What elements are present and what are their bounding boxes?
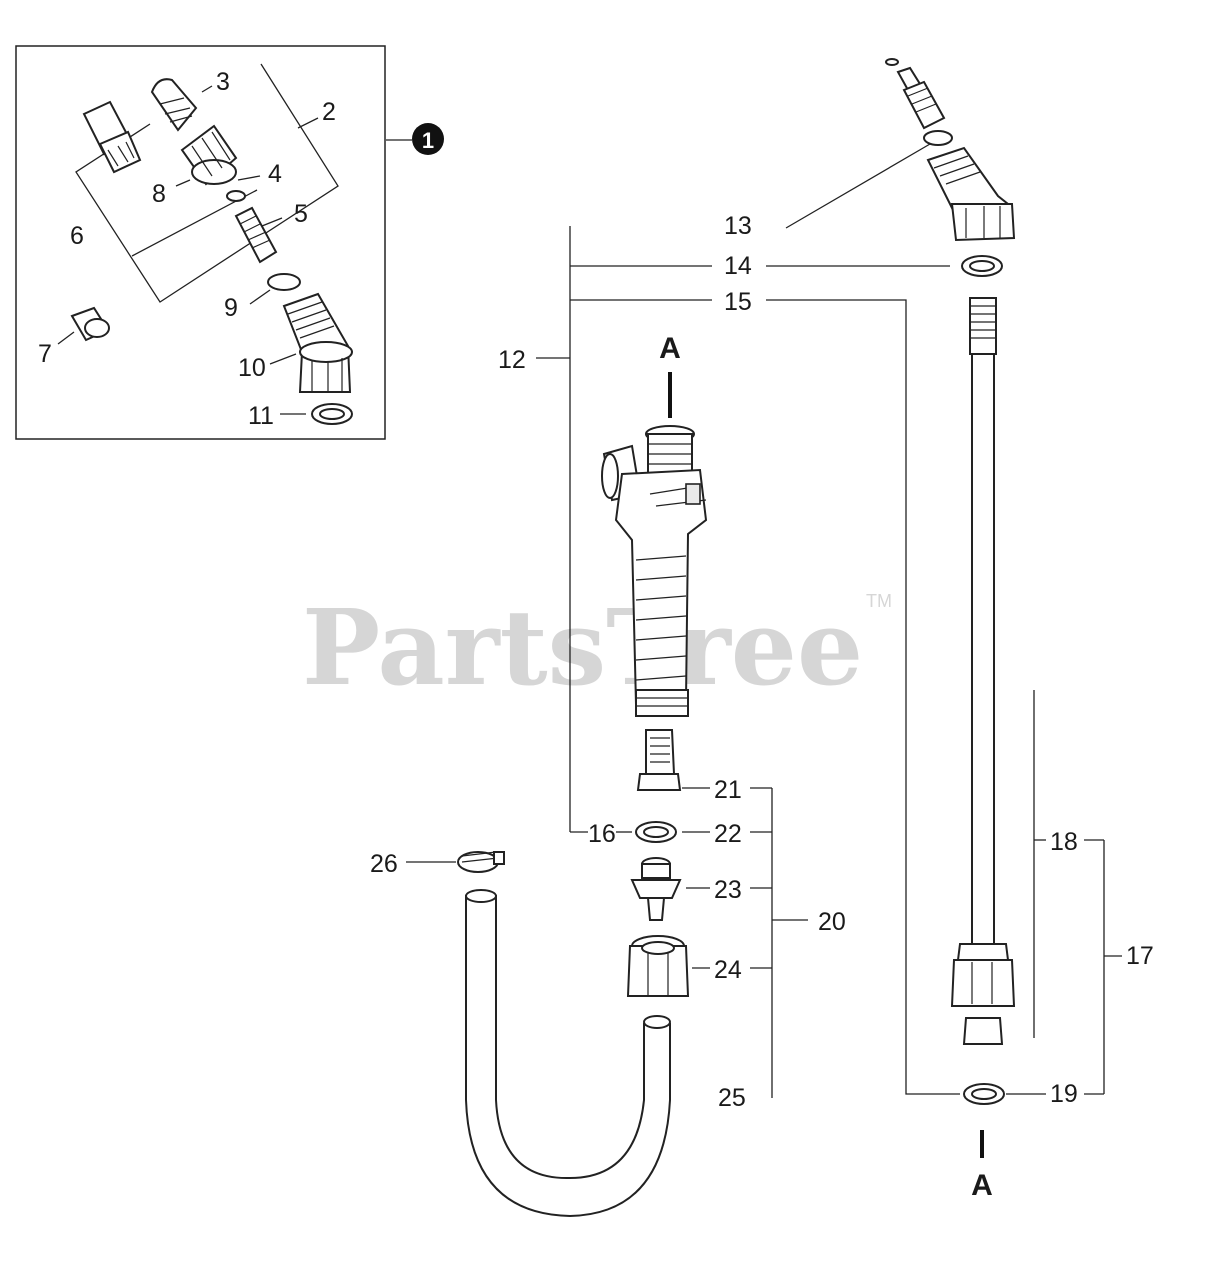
nozzle-tip [150,78,198,132]
hose-barb [630,857,682,921]
label-20: 20 [818,908,846,936]
label-10: 10 [238,354,266,382]
hose-clamp [457,851,505,873]
label-19: 19 [1050,1080,1078,1108]
connector-a-bottom: A [971,1169,993,1202]
label-14: 14 [724,252,752,280]
inset-panel: 3 2 4 8 5 6 9 7 10 11 [15,45,386,440]
label-13: 13 [724,212,752,240]
connector-a-top: A [659,332,681,365]
label-21: 21 [714,776,742,804]
nut [180,124,238,186]
hose [465,889,671,1218]
label-17: 17 [1126,942,1154,970]
elbow-fitting [282,292,353,393]
label-22: 22 [714,820,742,848]
label-9: 9 [224,294,238,322]
o-ring [267,273,301,291]
label-25: 25 [718,1084,746,1112]
label-3: 3 [216,68,230,96]
adapter [82,100,142,174]
hose-nut [626,935,690,997]
filter-screen [636,729,682,791]
callout-1-text: 1 [422,128,434,153]
cap [70,306,110,342]
label-8: 8 [152,180,166,208]
callout-1-badge [412,123,444,155]
label-5: 5 [294,200,308,228]
valve-stem [234,206,278,264]
small-o-ring [226,190,246,202]
wand-assembly [885,58,1016,1105]
label-12: 12 [498,346,526,374]
label-7: 7 [38,340,52,368]
label-24: 24 [714,956,742,984]
watermark-text: PartsTree [302,586,863,709]
label-15: 15 [724,288,752,316]
label-16: 16 [588,820,616,848]
label-26: 26 [370,850,398,878]
label-23: 23 [714,876,742,904]
label-11: 11 [248,402,274,430]
label-18: 18 [1050,828,1078,856]
label-2: 2 [322,98,336,126]
label-4: 4 [268,160,282,188]
watermark-trademark: TM [866,591,892,611]
label-6: 6 [70,222,84,250]
pump-body [601,425,708,717]
